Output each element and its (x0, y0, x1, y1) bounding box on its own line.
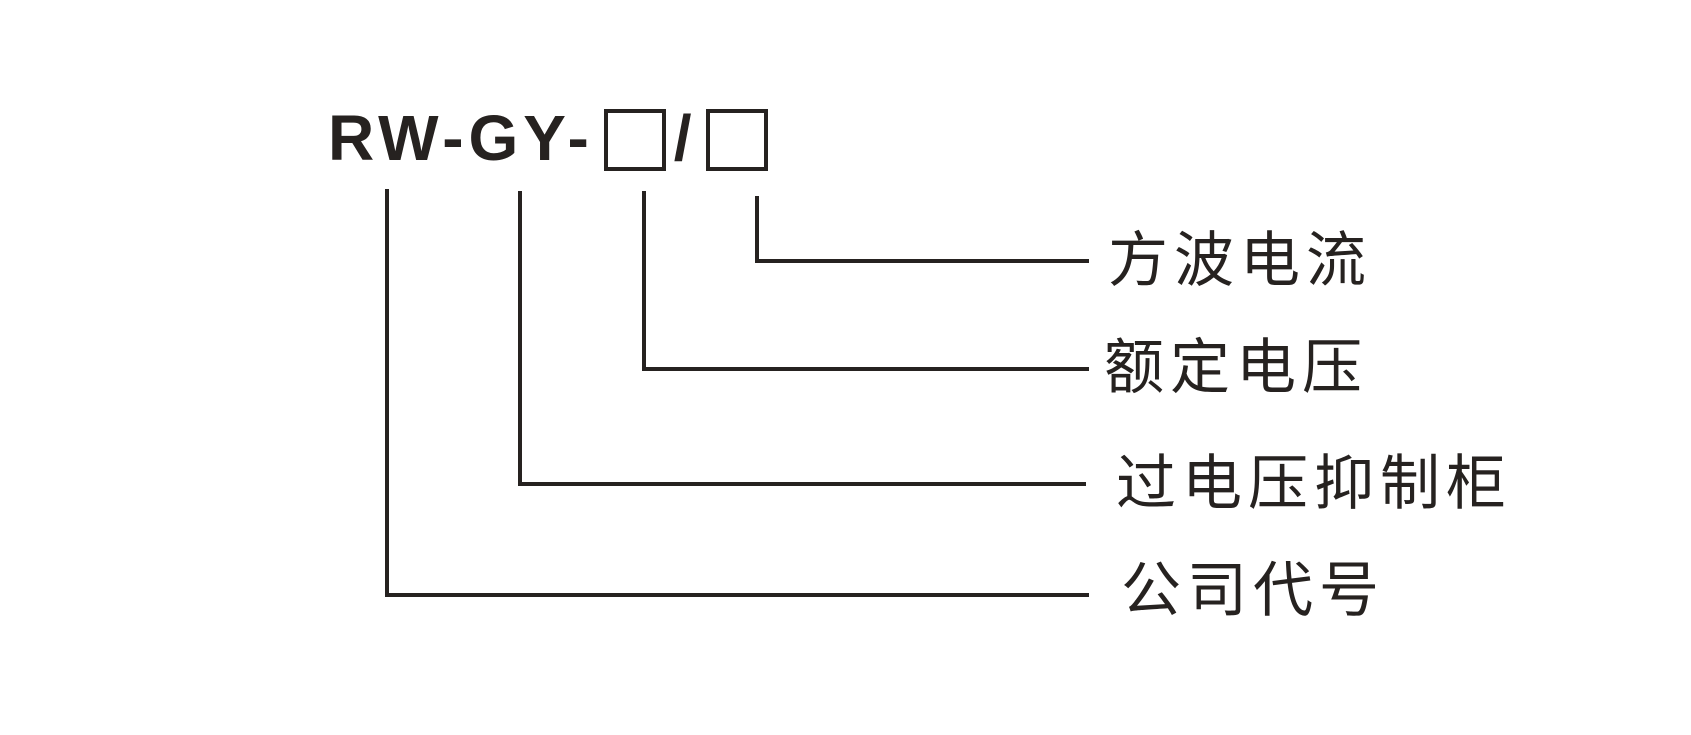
label-overvoltage-suppression-cabinet: 过电压抑制柜 (1116, 450, 1512, 517)
rated-voltage-value-box (603, 109, 666, 171)
label-rated-voltage: 额定电压 (1104, 334, 1368, 401)
connector-overvoltage-suppression-cabinet (518, 191, 1086, 486)
connector-square-wave-current (755, 196, 1089, 263)
model-code-slash: / (673, 102, 692, 174)
connector-company-code (385, 189, 1089, 597)
label-company-code: 公司代号 (1121, 557, 1385, 624)
connector-rated-voltage (642, 191, 1089, 371)
label-square-wave-current: 方波电流 (1108, 227, 1372, 294)
model-code: RW-GY- / (328, 102, 768, 178)
model-code-prefix: RW-GY- (328, 102, 594, 174)
square-wave-current-value-box (705, 109, 768, 171)
